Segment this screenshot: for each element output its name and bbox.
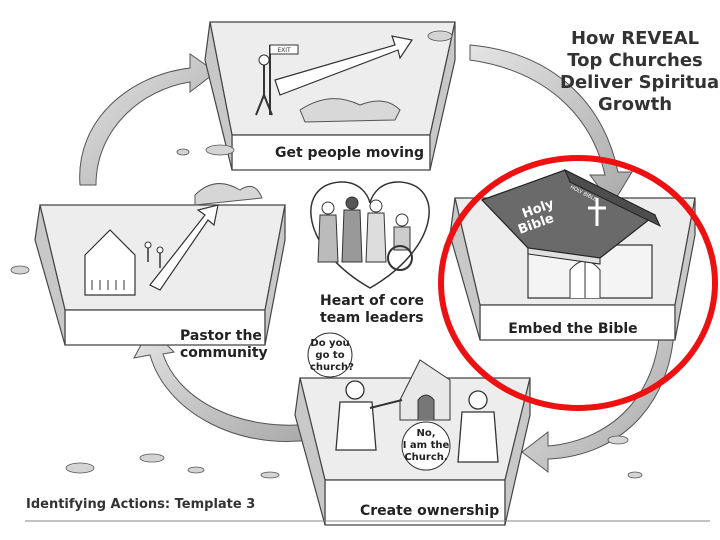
speech-question-line-2: go to bbox=[310, 350, 350, 362]
footer-template-label: Identifying Actions: Template 3 bbox=[26, 497, 255, 512]
speech-question-line-3: church? bbox=[310, 362, 350, 374]
title-line-1: How REVEAL bbox=[560, 28, 710, 50]
stage-right-label: Embed the Bible bbox=[508, 320, 638, 338]
speech-question-line-1: Do you bbox=[310, 338, 350, 350]
stage-bottom-label: Create ownership bbox=[360, 502, 490, 520]
speech-answer-line-1: No, bbox=[402, 428, 450, 440]
speech-answer: No, I am the Church. bbox=[402, 428, 450, 464]
stage-left-box bbox=[35, 184, 285, 345]
speech-answer-line-3: Church. bbox=[402, 452, 450, 464]
center-heart bbox=[311, 182, 429, 288]
diagram-title: How REVEAL Top Churches Deliver Spiritua… bbox=[560, 28, 710, 116]
center-label-line-2: team leaders bbox=[320, 309, 420, 327]
stage-right-box: Holy Bible HOLY BIBLE bbox=[450, 170, 695, 340]
speech-question: Do you go to church? bbox=[310, 338, 350, 374]
title-line-3: Deliver Spiritual bbox=[560, 72, 710, 94]
title-line-4: Growth bbox=[560, 94, 710, 116]
signpost-text: EXIT bbox=[277, 47, 291, 54]
stage-left-label-line-1: Pastor the bbox=[180, 327, 265, 345]
stage-top-label: Get people moving bbox=[275, 144, 415, 162]
stage-left-label-line-2: community bbox=[180, 344, 265, 362]
center-label-line-1: Heart of core bbox=[320, 292, 420, 310]
arrow-left-to-top bbox=[80, 54, 216, 185]
speech-answer-line-2: I am the bbox=[402, 440, 450, 452]
title-line-2: Top Churches bbox=[560, 50, 710, 72]
